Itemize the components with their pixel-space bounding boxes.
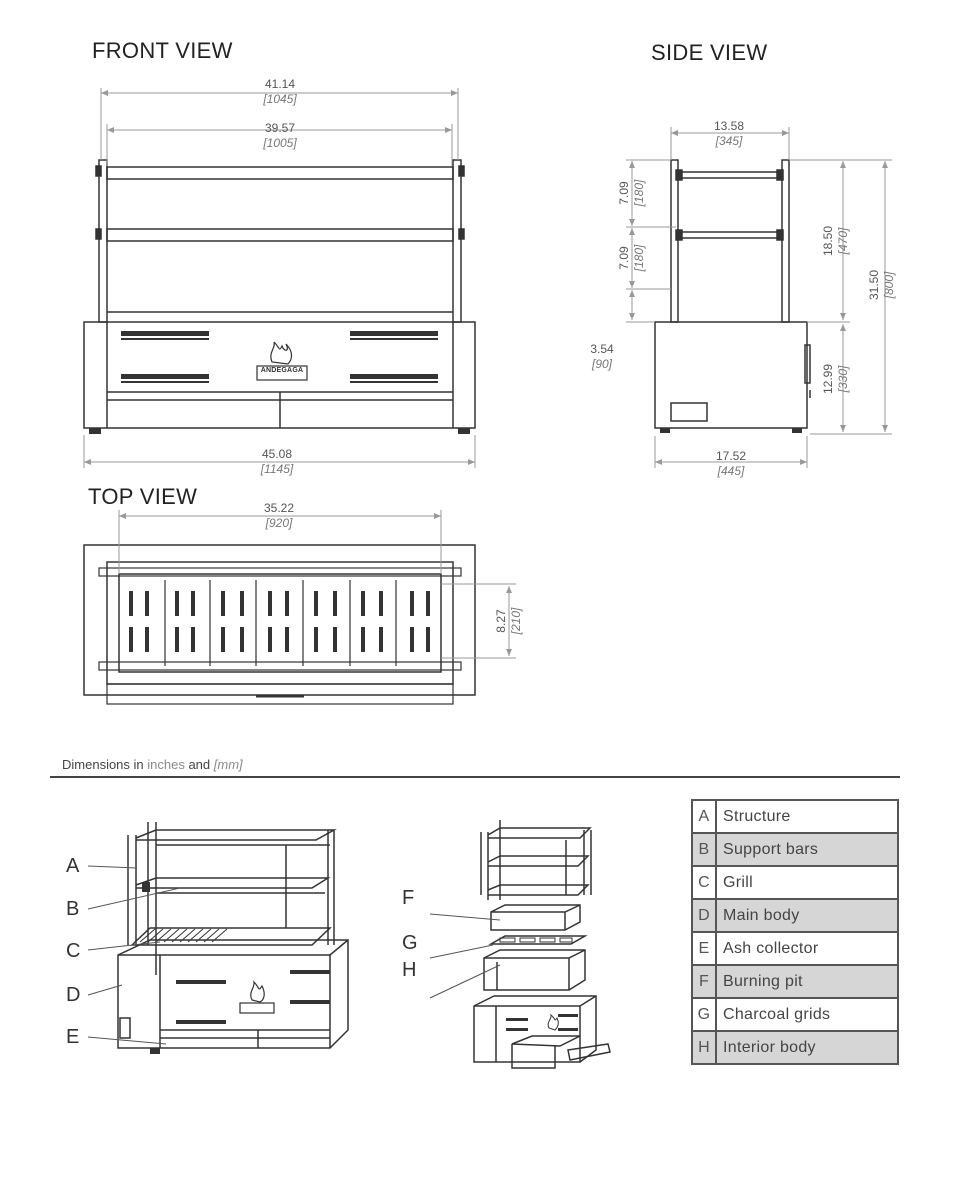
dim-mm: [1005] <box>263 136 297 150</box>
side-dim-body-height: 12.99 [330] <box>821 344 851 414</box>
callout-d: D <box>66 984 81 1006</box>
dim-inches: 18.50 <box>821 225 835 257</box>
front-dim-overall-top: 41.14 [1045] <box>245 77 315 107</box>
legend-label: Charcoal grids <box>715 997 899 1032</box>
top-dimension-lines <box>118 510 516 659</box>
legend-row: H Interior body <box>691 1030 899 1065</box>
dim-mm: [920] <box>265 516 293 530</box>
side-dim-base-width: 17.52 [445] <box>696 449 766 479</box>
dim-inches: 41.14 <box>264 77 296 91</box>
callout-e: E <box>66 1026 80 1048</box>
dim-mm: [470] <box>836 227 850 255</box>
legend-label: Structure <box>715 799 899 834</box>
dim-mm: [210] <box>509 607 523 635</box>
dim-inches: 17.52 <box>715 449 747 463</box>
dim-inches: 39.57 <box>264 121 296 135</box>
legend-row: A Structure <box>691 799 899 834</box>
top-view-title: TOP VIEW <box>88 484 198 509</box>
side-dimension-lines <box>626 127 892 468</box>
dim-mm: [180] <box>632 179 646 207</box>
front-dimension-lines <box>83 88 476 468</box>
legend-row: B Support bars <box>691 832 899 867</box>
legend-letter: E <box>691 931 717 966</box>
legend-label: Ash collector <box>715 931 899 966</box>
legend-letter: B <box>691 832 717 867</box>
legend-row: C Grill <box>691 865 899 900</box>
units-note-inches: inches <box>147 757 185 772</box>
assembled-isometric-drawing <box>117 822 349 1054</box>
dim-mm: [1045] <box>263 92 297 106</box>
side-dim-gap: 3.54 [90] <box>567 342 637 372</box>
dim-mm: [330] <box>836 365 850 393</box>
front-dim-base-width: 45.08 [1145] <box>242 447 312 477</box>
front-view-drawing <box>83 159 476 434</box>
legend-label: Main body <box>715 898 899 933</box>
dim-mm: [90] <box>591 357 612 371</box>
legend-label: Support bars <box>715 832 899 867</box>
legend-letter: G <box>691 997 717 1032</box>
side-dim-total-height: 31.50 [800] <box>867 250 897 320</box>
dim-inches: 8.27 <box>494 609 508 633</box>
top-view-drawing <box>83 544 476 705</box>
dim-mm: [345] <box>715 134 743 148</box>
side-view-drawing <box>654 159 811 433</box>
callout-f: F <box>402 887 415 909</box>
dim-mm: [445] <box>717 464 745 478</box>
legend-row: G Charcoal grids <box>691 997 899 1032</box>
side-view-title: SIDE VIEW <box>651 40 768 65</box>
callout-a: A <box>66 855 80 877</box>
legend-label: Grill <box>715 865 899 900</box>
units-note-and: and <box>184 757 214 772</box>
legend-letter: D <box>691 898 717 933</box>
legend-letter: A <box>691 799 717 834</box>
callout-c: C <box>66 940 81 962</box>
legend-letter: F <box>691 964 717 999</box>
dim-inches: 35.22 <box>263 501 295 515</box>
legend-letter: C <box>691 865 717 900</box>
legend-row: E Ash collector <box>691 931 899 966</box>
dim-inches: 31.50 <box>867 269 881 301</box>
callout-lines-left <box>87 865 181 1045</box>
top-dim-grill-width: 35.22 [920] <box>244 501 314 531</box>
exploded-isometric-drawing <box>473 820 611 1069</box>
units-note: Dimensions in inches and [mm] <box>62 757 243 772</box>
callout-lines-mid <box>429 913 501 999</box>
dim-mm: [180] <box>632 244 646 272</box>
front-logo-text: ANDEGAGA <box>260 367 304 374</box>
side-dim-shelf-spacing-2: 7.09 [180] <box>617 223 647 293</box>
dim-inches: 7.09 <box>617 246 631 270</box>
units-note-mm: [mm] <box>213 757 243 772</box>
dim-mm: [800] <box>882 271 896 299</box>
units-note-prefix: Dimensions in <box>62 757 148 772</box>
dim-inches: 7.09 <box>617 181 631 205</box>
legend-label: Burning pit <box>715 964 899 999</box>
side-dim-top-width: 13.58 [345] <box>694 119 764 149</box>
dim-inches: 13.58 <box>713 119 745 133</box>
front-view-title: FRONT VIEW <box>92 38 233 63</box>
side-dim-upper-height: 18.50 [470] <box>821 206 851 276</box>
dim-inches: 45.08 <box>261 447 293 461</box>
legend-label: Interior body <box>715 1030 899 1065</box>
top-dim-grill-depth: 8.27 [210] <box>494 586 524 656</box>
callout-b: B <box>66 898 80 920</box>
legend-row: F Burning pit <box>691 964 899 999</box>
parts-legend-table: A Structure B Support bars C Grill D Mai… <box>691 799 899 1065</box>
side-dim-shelf-spacing-1: 7.09 [180] <box>617 158 647 228</box>
front-dim-inner-top: 39.57 [1005] <box>245 121 315 151</box>
dim-mm: [1145] <box>260 462 294 476</box>
legend-letter: H <box>691 1030 717 1065</box>
dim-inches: 12.99 <box>821 363 835 395</box>
callout-h: H <box>402 959 417 981</box>
callout-g: G <box>402 932 418 954</box>
legend-row: D Main body <box>691 898 899 933</box>
dim-inches: 3.54 <box>590 342 614 356</box>
